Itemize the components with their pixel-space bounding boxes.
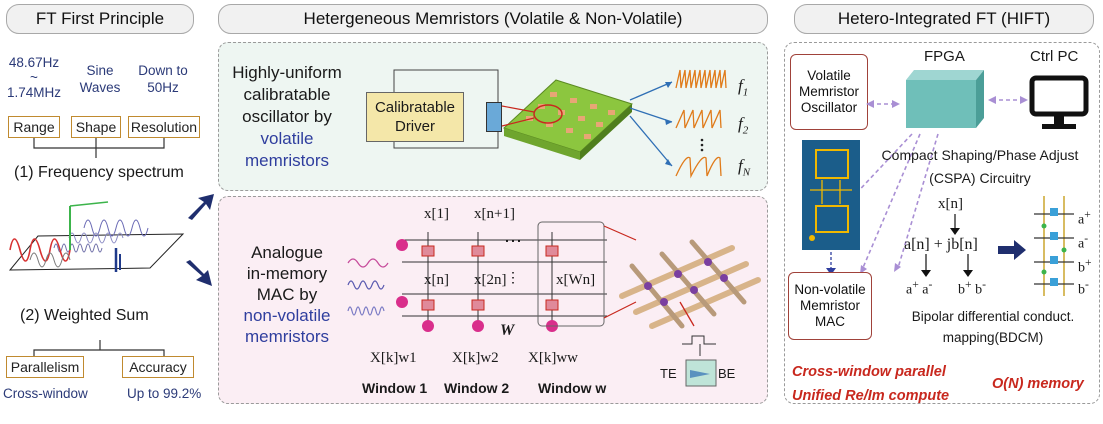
bdcm-label: Bipolar differential conduct. mapping(BD… bbox=[911, 309, 1075, 345]
cspa-label: Compact Shaping/Phase Adjust (CSPA) Circ… bbox=[881, 147, 1079, 186]
oscillator-output-arrows bbox=[629, 81, 673, 167]
range-box: Range bbox=[8, 116, 60, 138]
xn-input-label: x[n] bbox=[938, 196, 963, 212]
output-1: X[k]w1 bbox=[370, 350, 417, 366]
resolution-box: Resolution bbox=[128, 116, 200, 138]
bdcm-b-plus: b+ bbox=[1078, 256, 1092, 276]
output-2: X[k]w2 bbox=[452, 350, 499, 366]
xn1-label: x[n+1] bbox=[474, 206, 515, 222]
bdcm-crossbar-icon bbox=[1034, 196, 1074, 296]
bottom-description: Analogue in-memory MAC by non-volatile m… bbox=[243, 243, 331, 346]
svg-text:···: ··· bbox=[504, 230, 522, 250]
oscillator-chip-illustration bbox=[501, 79, 633, 160]
oscillator-waveforms bbox=[675, 69, 727, 179]
middle-panel-header: Hetergeneous Memristors (Volatile & Non-… bbox=[218, 4, 768, 34]
w-matrix-label: W bbox=[500, 322, 515, 339]
left-bracket-top bbox=[33, 138, 165, 360]
volatile-oscillator-box: Volatile Memristor Oscillator bbox=[790, 54, 868, 130]
ctrl-pc-label: Ctrl PC bbox=[1030, 48, 1079, 65]
xn-arrow bbox=[950, 214, 960, 235]
nonvolatile-mac-box: Non-volatile Memristor MAC bbox=[788, 272, 872, 340]
right-panel-header: Hetero-Integrated FT (HIFT) bbox=[794, 4, 1094, 34]
up-to-text: Up to 99.2% bbox=[127, 386, 202, 401]
calibratable-driver-box: Calibratable Driver bbox=[366, 92, 464, 142]
pcb-board-icon bbox=[802, 140, 860, 250]
b-plus-minus-label: b+ b- bbox=[958, 278, 986, 298]
f2-label: f2 bbox=[738, 114, 749, 137]
ctrl-pc-monitor-icon bbox=[1029, 75, 1089, 129]
an-bn-split-arrows bbox=[921, 254, 973, 277]
unified-compute-note: Unified Re/Im compute bbox=[792, 388, 950, 404]
be-label: BE bbox=[718, 366, 736, 381]
pcb-to-mac-arrow bbox=[826, 252, 836, 275]
right-panel bbox=[784, 42, 1100, 404]
an-bn-label: a[n] + jb[n] bbox=[904, 236, 978, 253]
memristor-device-icon bbox=[486, 102, 502, 132]
freq-range-text: 48.67Hz ~ 1.74MHz bbox=[6, 55, 62, 100]
shape-box: Shape bbox=[71, 116, 121, 138]
label-frequency-spectrum: (1) Frequency spectrum bbox=[14, 164, 184, 181]
fpga-label: FPGA bbox=[924, 48, 965, 65]
bdcm-b-minus: b- bbox=[1078, 278, 1089, 298]
input-sine-waves bbox=[347, 258, 389, 316]
svg-text:⋮: ⋮ bbox=[506, 269, 520, 285]
x1-label: x[1] bbox=[424, 206, 449, 222]
bottom-mac-panel bbox=[218, 196, 768, 404]
sine-waves-text: Sine Waves bbox=[79, 63, 121, 95]
crossbar-zoom-lines bbox=[603, 225, 637, 319]
window-2-label: Window 2 bbox=[444, 380, 510, 396]
top-description: Highly-uniform calibratable oscillator b… bbox=[232, 63, 342, 170]
left-panel-header: FT First Principle bbox=[6, 4, 194, 34]
window-w-label: Window w bbox=[538, 380, 607, 396]
bdcm-a-minus: a- bbox=[1078, 232, 1089, 252]
accuracy-box: Accuracy bbox=[122, 356, 194, 378]
output-w: X[k]ww bbox=[528, 350, 578, 366]
crossbar-array: ··· ⋮ bbox=[396, 221, 607, 332]
cross-window-text: Cross-window bbox=[3, 386, 88, 401]
frequency-waterfall-illustration bbox=[8, 201, 185, 272]
f1-label: f1 bbox=[738, 76, 749, 99]
window-1-label: Window 1 bbox=[362, 380, 428, 396]
fpga-box-icon bbox=[906, 70, 984, 128]
down-to-text: Down to 50Hz bbox=[138, 63, 188, 95]
link-dashed-arrows bbox=[849, 96, 1028, 274]
a-plus-minus-label: a+ a- bbox=[906, 278, 933, 298]
parallelism-box: Parallelism bbox=[6, 356, 84, 378]
bdcm-a-plus: a+ bbox=[1078, 208, 1091, 228]
te-label: TE bbox=[660, 366, 677, 381]
fN-label: fN bbox=[738, 156, 751, 179]
device-cross-section bbox=[682, 335, 717, 387]
arrow-right-bottom bbox=[186, 260, 212, 286]
crossbar-3d-illustration bbox=[619, 239, 761, 329]
xWn-label: x[Wn] bbox=[556, 272, 596, 288]
on-memory-note: O(N) memory bbox=[992, 376, 1084, 392]
x2n-label: x[2n] bbox=[474, 272, 507, 288]
cross-window-parallel-note: Cross-window parallel bbox=[792, 364, 946, 380]
arrow-right-top bbox=[188, 194, 214, 220]
label-weighted-sum: (2) Weighted Sum bbox=[20, 307, 149, 324]
bdcm-arrow bbox=[998, 240, 1026, 260]
xn-label: x[n] bbox=[424, 272, 449, 288]
